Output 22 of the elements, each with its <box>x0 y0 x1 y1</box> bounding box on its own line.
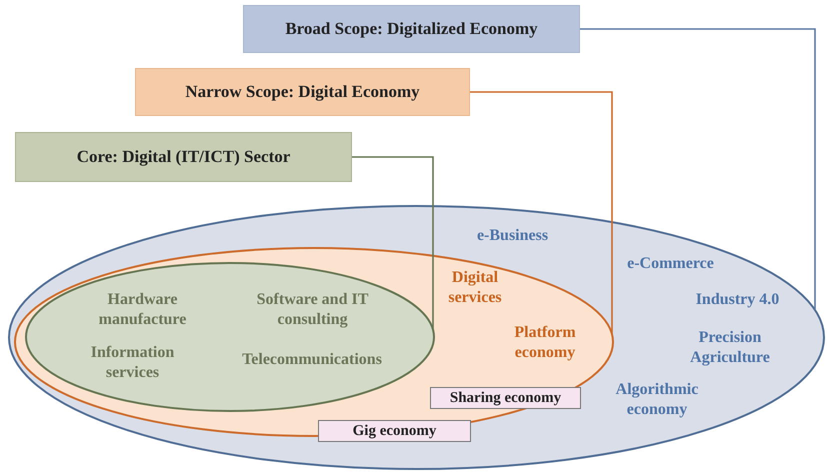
area-label: Hardware manufacture <box>98 290 188 330</box>
area-label: e-Business <box>476 226 550 246</box>
connector-line <box>470 91 613 334</box>
tag-box: Gig economy <box>318 420 471 442</box>
connector-line <box>580 28 816 310</box>
scope-box: Core: Digital (IT/ICT) Sector <box>15 132 352 182</box>
area-label: Software and IT consulting <box>256 290 370 330</box>
area-label: Platform economy <box>513 323 577 363</box>
area-label: Information services <box>90 343 176 383</box>
area-label: e-Commerce <box>626 254 715 274</box>
scope-ellipse <box>25 262 435 412</box>
scope-box: Narrow Scope: Digital Economy <box>135 68 470 116</box>
connector-line <box>352 156 434 330</box>
scope-ellipse <box>8 205 825 470</box>
area-label: Industry 4.0 <box>694 290 780 310</box>
tag-box: Sharing economy <box>430 387 581 409</box>
area-label: Telecommunications <box>241 350 383 370</box>
scope-box: Broad Scope: Digitalized Economy <box>243 5 580 53</box>
area-label: Precision Agriculture <box>689 328 771 368</box>
area-label: Digital services <box>447 268 503 308</box>
area-label: Algorithmic economy <box>614 380 700 420</box>
scope-ellipse <box>14 247 614 437</box>
